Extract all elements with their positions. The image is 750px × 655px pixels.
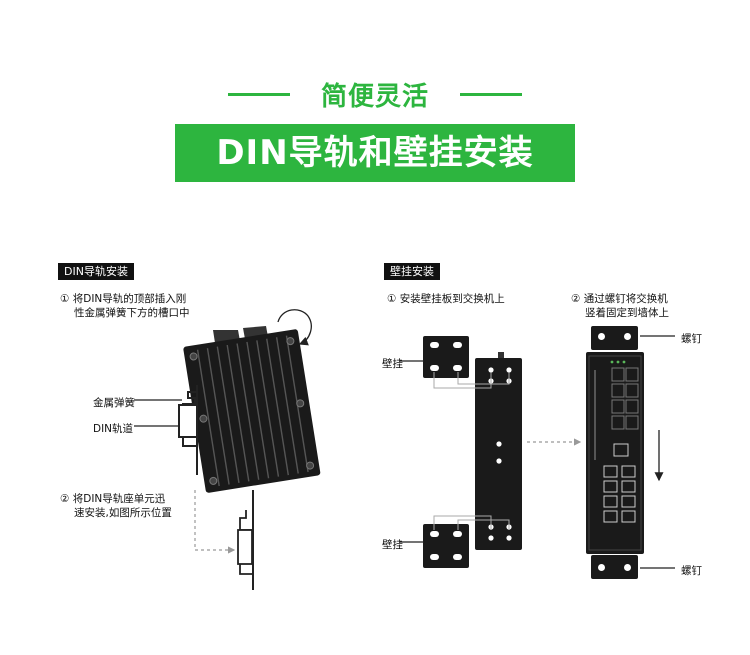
wall-step-1: ① 安装壁挂板到交换机上: [387, 293, 505, 305]
din-rail-profile: [237, 490, 254, 590]
subtitle-line-right: [460, 93, 522, 96]
din-step-2: ② 将DIN导轨座单元迅 速安装,如图所示位置: [60, 492, 172, 520]
label-screw-bottom: 螺钉: [681, 565, 702, 577]
wall-step-2-line-2: 竖着固定到墙体上: [585, 307, 669, 319]
label-metal-spring: 金属弹簧: [93, 397, 135, 409]
din-step-1-line-2: 性金属弹簧下方的槽口中: [74, 307, 190, 319]
bracket-connector-lines: [433, 372, 510, 530]
wall-bracket-top: [423, 336, 469, 378]
din-section-tag: DIN导轨安装: [58, 263, 134, 280]
din-step-1: ① 将DIN导轨的顶部插入刚 性金属弹簧下方的槽口中: [60, 292, 190, 320]
page-title: DIN导轨和壁挂安装: [175, 124, 575, 182]
switch-side-view: [475, 352, 522, 550]
wall-step-2: ② 通过螺钉将交换机 竖着固定到墙体上: [571, 292, 669, 320]
din-rail-clip: [178, 385, 198, 475]
din-dotted-arrow: [194, 490, 236, 554]
subtitle-row: 简便灵活: [0, 74, 750, 114]
wall-section-tag: 壁挂安装: [384, 263, 440, 280]
din-rotated-device: [183, 309, 321, 493]
wall-step-2-line-1: ② 通过螺钉将交换机: [571, 293, 668, 305]
label-screw-top: 螺钉: [681, 333, 702, 345]
label-wall-bracket-bottom: 壁挂: [382, 539, 403, 551]
din-step-1-line-1: ① 将DIN导轨的顶部插入刚: [60, 293, 187, 305]
label-wall-bracket-top: 壁挂: [382, 358, 403, 370]
label-din-rail: DIN轨道: [93, 423, 134, 435]
din-step-2-line-2: 速安装,如图所示位置: [74, 507, 172, 519]
subtitle-line-left: [228, 93, 290, 96]
switch-front-view: [586, 326, 644, 579]
din-step-2-line-1: ② 将DIN导轨座单元迅: [60, 493, 166, 505]
wall-bracket-bottom: [423, 524, 469, 568]
subtitle: 简便灵活: [320, 82, 429, 112]
